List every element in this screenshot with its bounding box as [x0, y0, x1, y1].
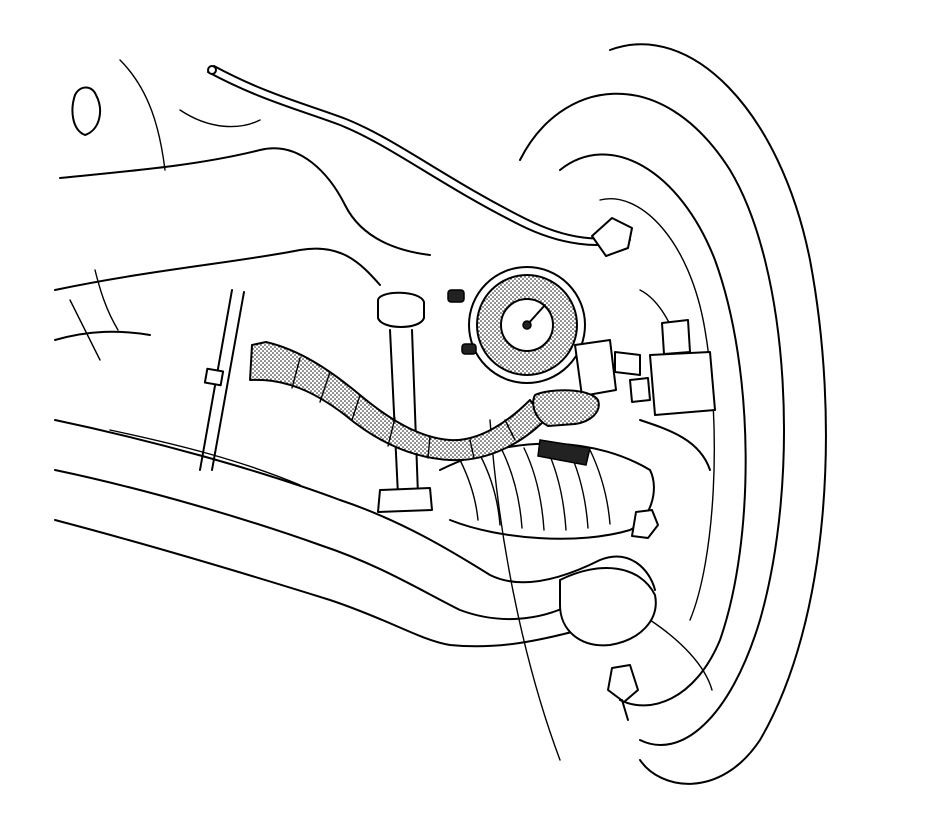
wheel-hub-rotor: [489, 43, 827, 785]
stabilizer-link: [199, 289, 433, 513]
lower-control-arm: [54, 419, 657, 648]
ball-joint-nut: [607, 509, 659, 721]
flexible-arm-mount: [532, 339, 641, 466]
dial-indicator: [447, 266, 586, 384]
frame-member: [54, 59, 431, 361]
steering-gear-boot: [439, 442, 655, 540]
steering-knuckle: [629, 319, 716, 471]
brake-line: [207, 65, 633, 257]
